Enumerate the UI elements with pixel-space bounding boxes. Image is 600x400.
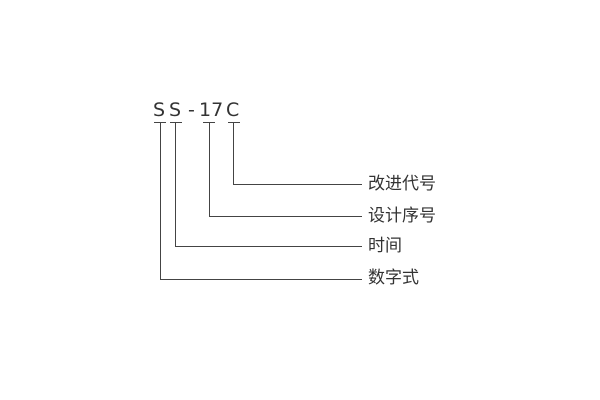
label-digital: 数字式 [368, 268, 419, 288]
tbar-s2 [170, 122, 182, 123]
label-design-serial: 设计序号 [368, 206, 436, 226]
leader-s1-vertical [160, 122, 161, 279]
leader-17-horizontal [209, 216, 362, 217]
code-char-dash: - [188, 99, 195, 121]
label-improvement-code: 改进代号 [368, 174, 436, 194]
label-time: 时间 [368, 236, 402, 256]
code-char-s1: S [153, 99, 166, 121]
leader-s2-horizontal [175, 246, 362, 247]
code-char-17: 17 [199, 99, 224, 121]
code-char-s2: S [169, 99, 182, 121]
leader-c-vertical [233, 122, 234, 184]
leader-c-horizontal [233, 184, 362, 185]
leader-s1-horizontal [160, 279, 362, 280]
code-char-c: C [226, 99, 240, 121]
leader-s2-vertical [175, 122, 176, 247]
leader-17-vertical [209, 122, 210, 216]
tbar-c [228, 122, 240, 123]
